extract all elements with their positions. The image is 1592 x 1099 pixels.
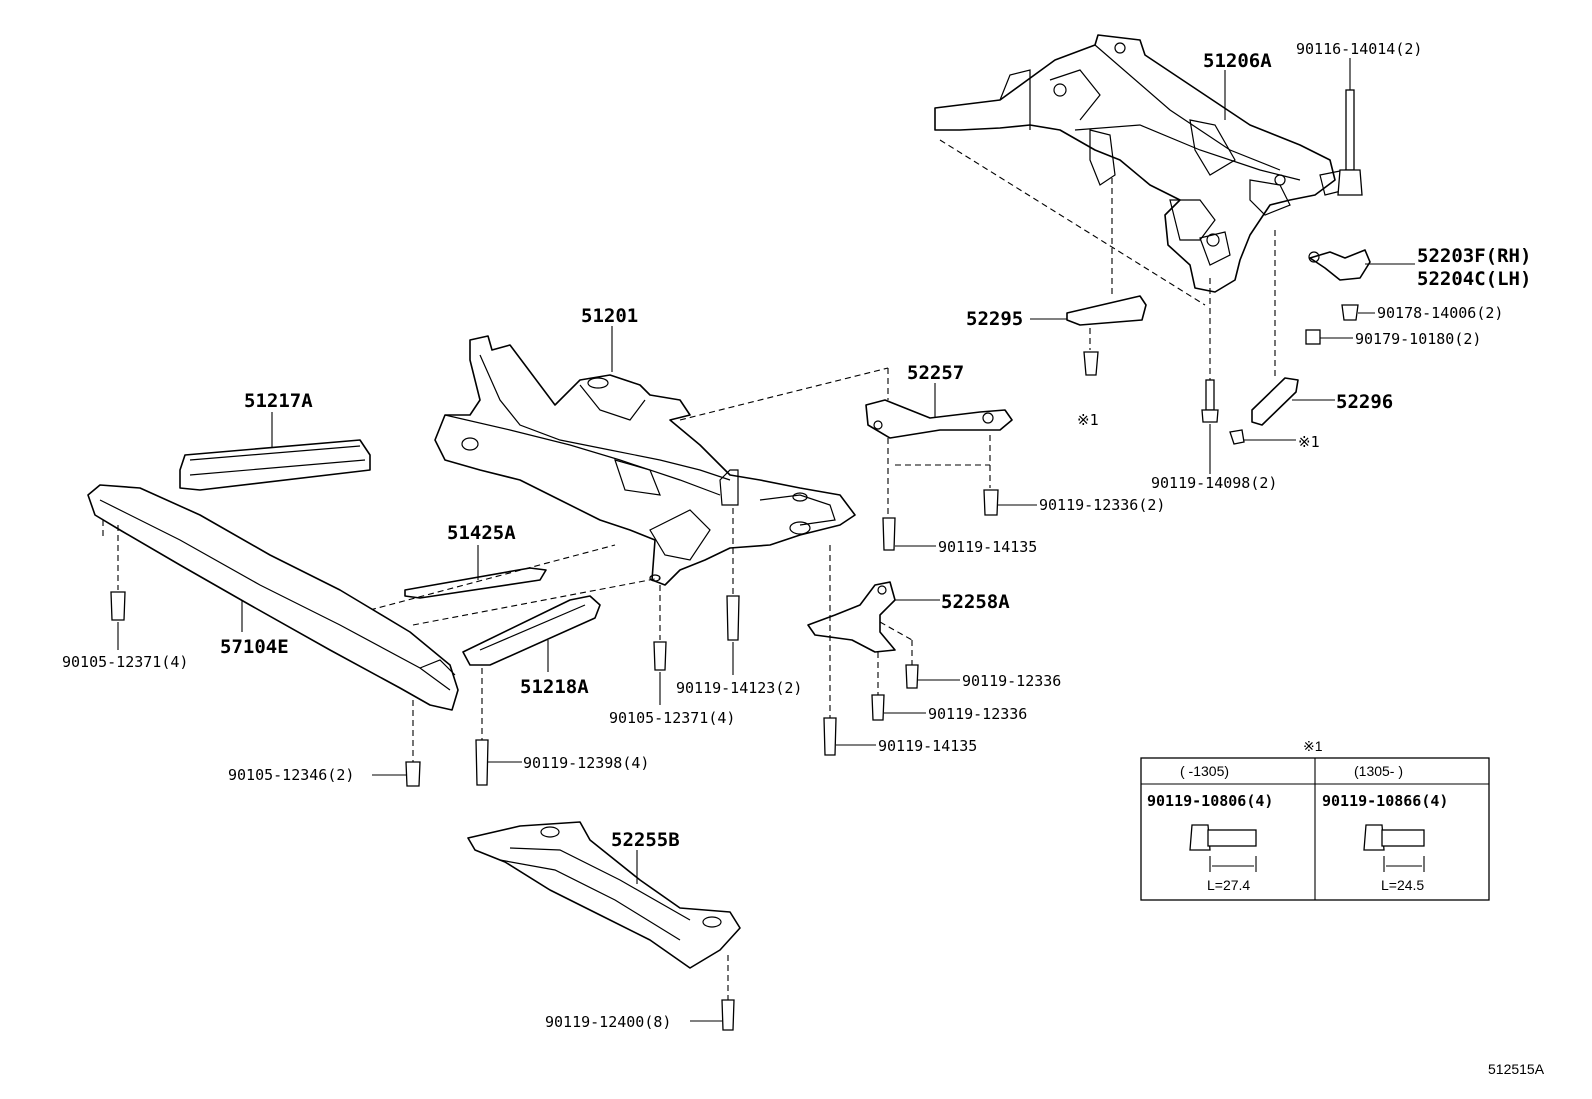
brace-51425A xyxy=(404,567,547,599)
bolt-90119-12336-b xyxy=(871,694,885,721)
note-col1-header: ( -1305) xyxy=(1180,763,1229,779)
front-subframe-51201 xyxy=(434,335,856,586)
label-52295: 52295 xyxy=(966,308,1023,330)
label-52296: 52296 xyxy=(1336,391,1393,413)
bolt-90119-14135-b xyxy=(823,717,837,756)
label-52255B: 52255B xyxy=(611,829,680,851)
note-col2-length: L=24.5 xyxy=(1381,877,1424,893)
bracket-52296 xyxy=(1251,377,1299,426)
nut-90178 xyxy=(1341,304,1359,321)
label-90119-12336-a: 90119-12336 xyxy=(962,672,1061,690)
note-table-title: ※1 xyxy=(1303,738,1323,754)
bolt-52295 xyxy=(1083,351,1099,376)
bolt-90105-12346 xyxy=(405,761,421,787)
bolt-52296 xyxy=(1229,429,1245,445)
label-90119-12336-b: 90119-12336 xyxy=(928,705,1027,723)
label-note1-a: ※1 xyxy=(1077,411,1099,429)
rear-subframe-51206A xyxy=(934,34,1346,293)
label-90105-12346: 90105-12346(2) xyxy=(228,766,354,784)
label-52258A: 52258A xyxy=(941,591,1010,613)
nut-90179 xyxy=(1305,329,1321,345)
bracket-52295 xyxy=(1066,295,1147,326)
note-col2-header: (1305- ) xyxy=(1354,763,1403,779)
label-51425A: 51425A xyxy=(447,522,516,544)
label-90119-12398: 90119-12398(4) xyxy=(523,754,649,772)
bolt-90119-12336-2 xyxy=(983,489,999,516)
label-52257: 52257 xyxy=(907,362,964,384)
bolt-90119-14123 xyxy=(726,595,740,641)
bolt-90119-12400 xyxy=(721,999,735,1031)
note-bolt2-icon xyxy=(1363,824,1385,851)
label-90105-12371-b: 90105-12371(4) xyxy=(609,709,735,727)
brace-52255B xyxy=(467,821,741,969)
label-52203F: 52203F(RH) xyxy=(1417,245,1531,267)
arm-52258A xyxy=(807,581,896,653)
arm-52257 xyxy=(865,399,1013,439)
note-col1-length: L=27.4 xyxy=(1207,877,1250,893)
diagram-id: 512515A xyxy=(1488,1061,1545,1077)
label-51201: 51201 xyxy=(581,305,638,327)
label-90179-10180: 90179-10180(2) xyxy=(1355,330,1481,348)
note-col2-part: 90119-10866(4) xyxy=(1322,792,1448,810)
label-90119-12400: 90119-12400(8) xyxy=(545,1013,671,1031)
bolt-90119-12398 xyxy=(475,739,489,786)
note-col1-part: 90119-10806(4) xyxy=(1147,792,1273,810)
label-90119-14135-b: 90119-14135 xyxy=(878,737,977,755)
label-90119-12336-2: 90119-12336(2) xyxy=(1039,496,1165,514)
member-51217A xyxy=(179,439,371,491)
label-90105-12371-a: 90105-12371(4) xyxy=(62,653,188,671)
brace-51218A xyxy=(462,595,601,666)
bushing-52203F xyxy=(1308,249,1371,281)
label-note1-b: ※1 xyxy=(1298,433,1320,451)
label-51217A: 51217A xyxy=(244,390,313,412)
label-90119-14123: 90119-14123(2) xyxy=(676,679,802,697)
label-90119-14135-a: 90119-14135 xyxy=(938,538,1037,556)
stud-90116-14014 xyxy=(1337,58,1363,196)
label-52204C: 52204C(LH) xyxy=(1417,268,1531,290)
bolt-90105-12371-b xyxy=(653,641,667,671)
label-57104E: 57104E xyxy=(220,636,289,658)
label-90116-14014: 90116-14014(2) xyxy=(1296,40,1422,58)
label-51218A: 51218A xyxy=(520,676,589,698)
label-90178-14006: 90178-14006(2) xyxy=(1377,304,1503,322)
bolt-90119-12336-a xyxy=(905,664,919,689)
note-table: ※1 ( -1305) (1305- ) 90119-10806(4) 9011… xyxy=(1140,738,1490,901)
crossmember-57104E xyxy=(87,484,459,711)
note-bolt1-icon xyxy=(1189,824,1211,851)
bolt-90119-14098 xyxy=(1201,409,1219,423)
label-90119-14098: 90119-14098(2) xyxy=(1151,474,1277,492)
bolt-90119-14135-a xyxy=(882,517,896,551)
bolt-90105-12371-a xyxy=(110,591,126,621)
label-51206A: 51206A xyxy=(1203,50,1272,72)
